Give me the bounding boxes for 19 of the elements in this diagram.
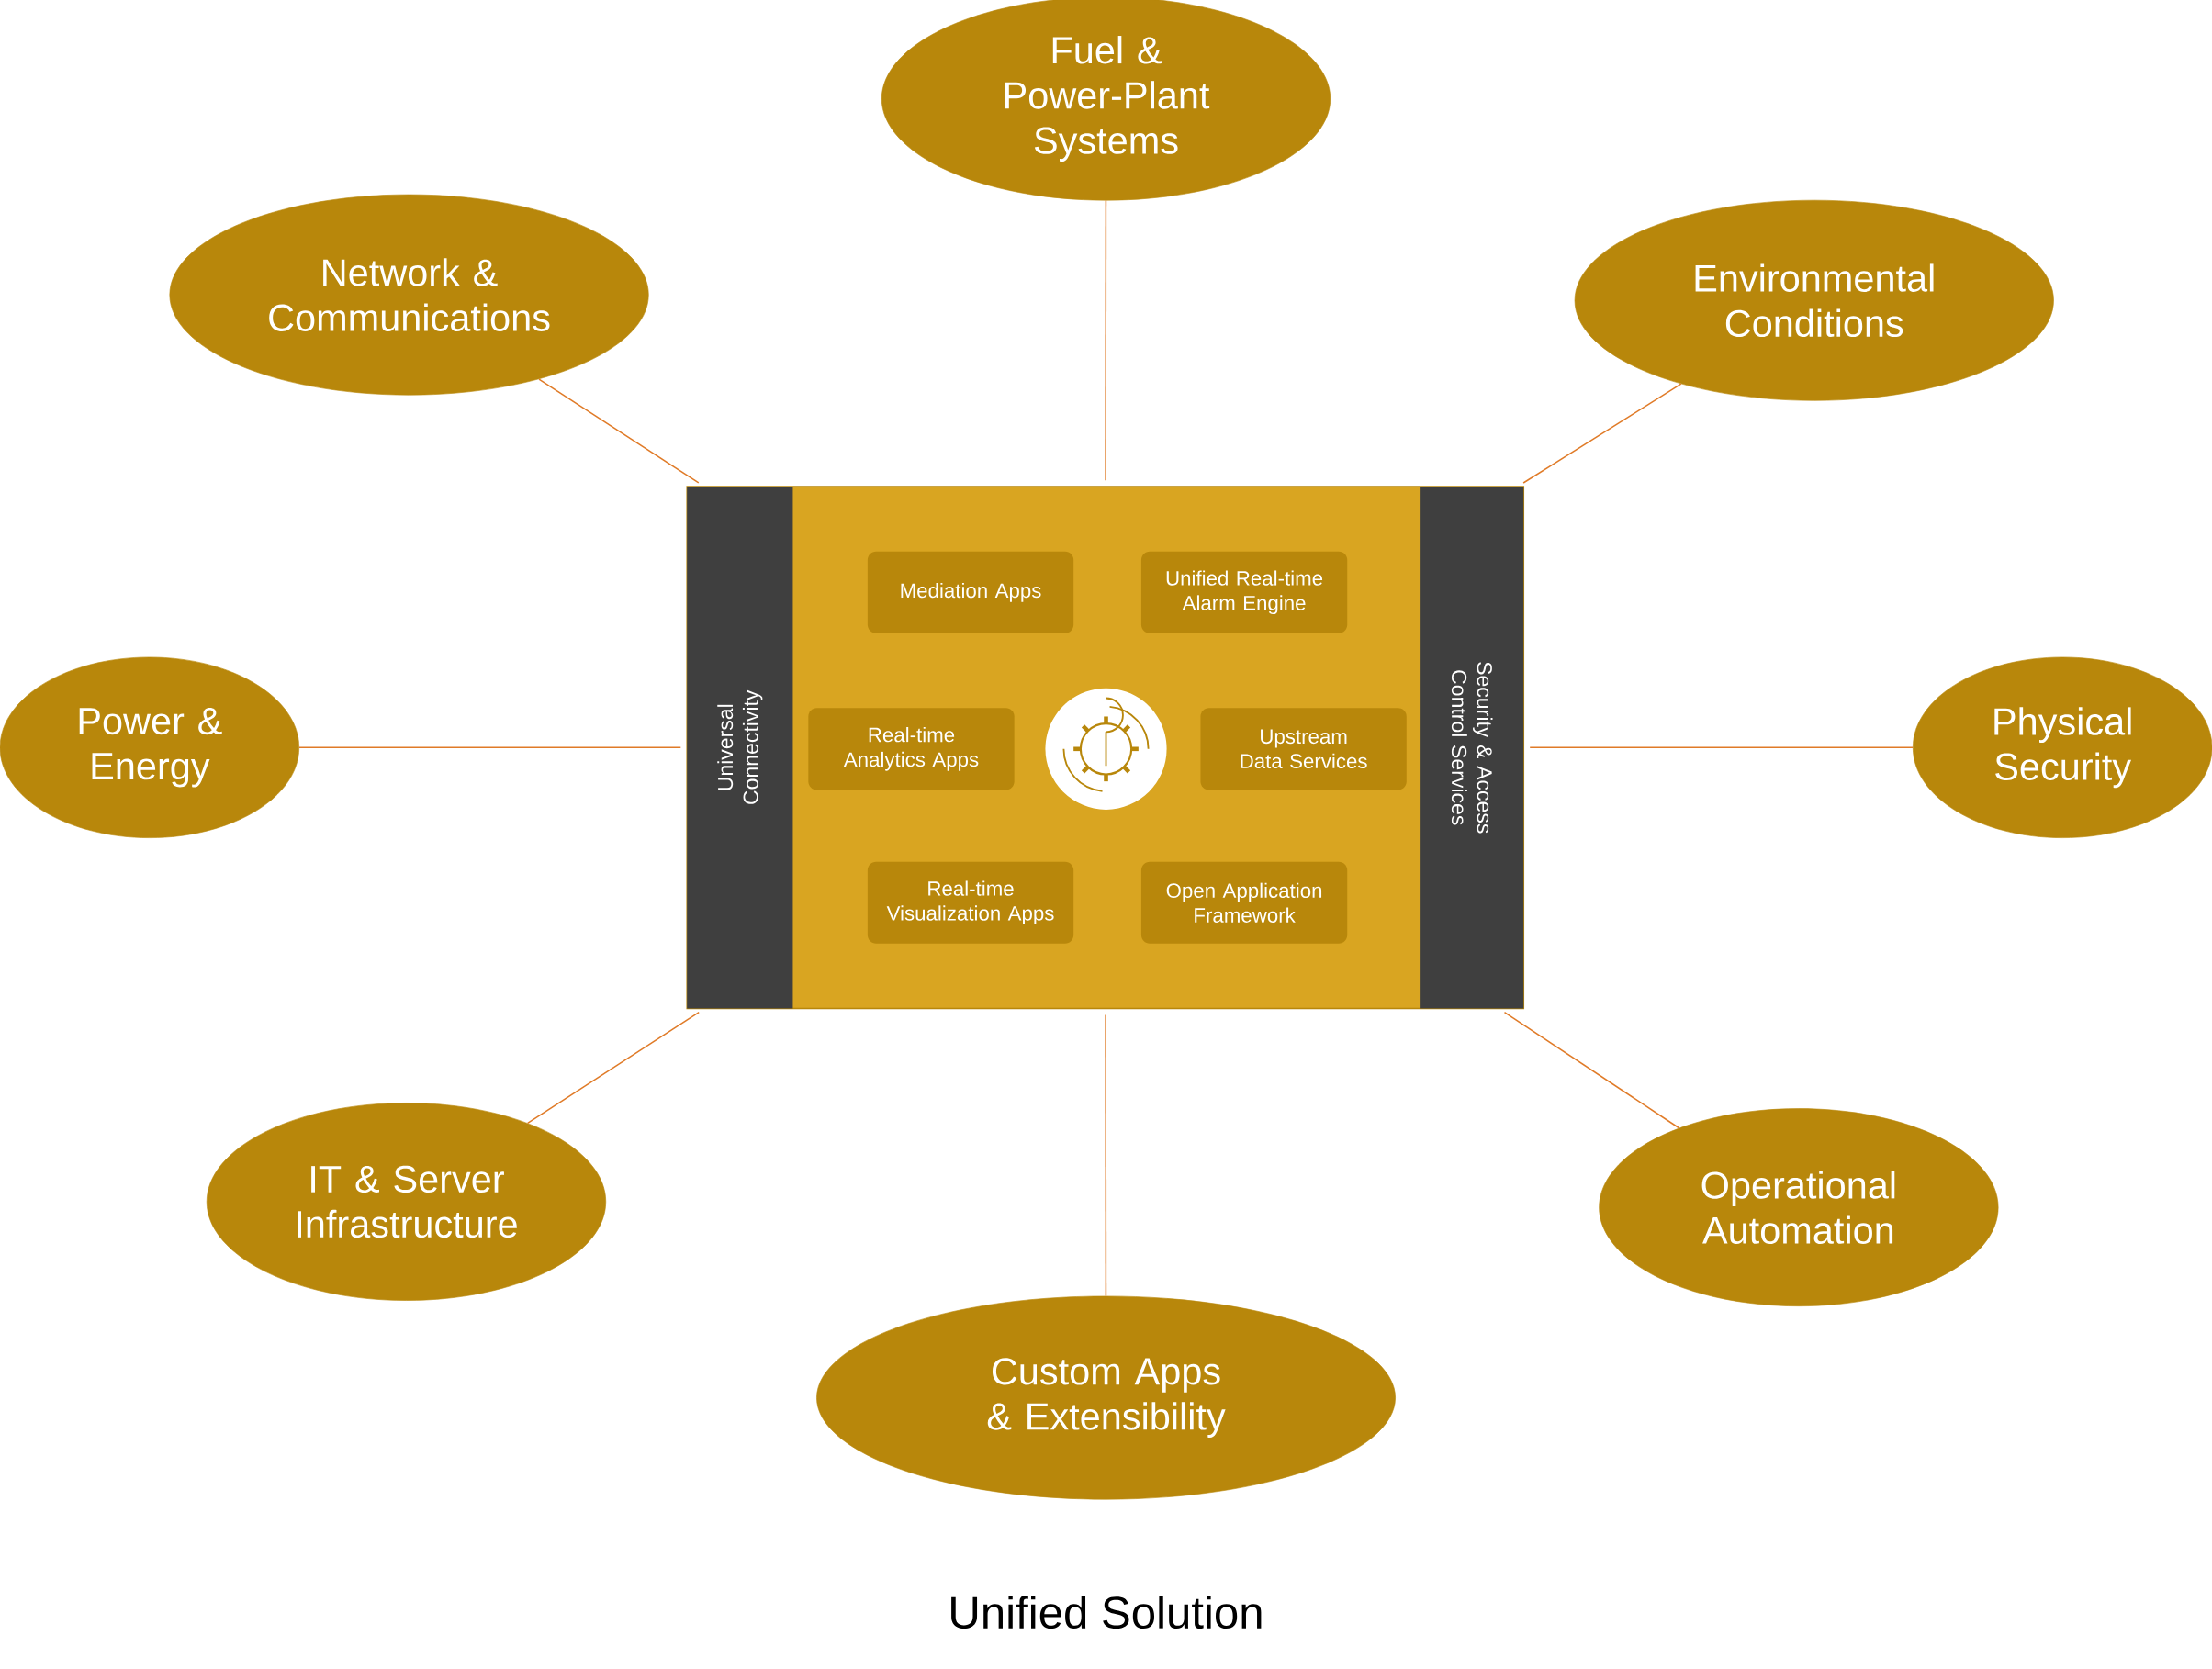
- module-box: Real-time Visualization Apps: [867, 861, 1074, 945]
- module-box: Real-time Analytics Apps: [808, 708, 1015, 790]
- caption: Unified Solution: [951, 1596, 1262, 1630]
- connector-line: [538, 378, 700, 484]
- band-label: Universal Connectivity: [717, 689, 763, 805]
- module-box: Upstream Data Services: [1200, 708, 1407, 790]
- connector-line: [1529, 746, 1914, 749]
- connector-line: [1105, 1014, 1107, 1297]
- module-box: Unified Real-time Alarm Engine: [1140, 551, 1348, 634]
- connector-line: [298, 746, 682, 749]
- module-box: Mediation Apps: [867, 551, 1074, 634]
- side-band: [1420, 487, 1524, 1009]
- connector-line: [1105, 199, 1107, 482]
- connector-line: [526, 1012, 700, 1125]
- connector-line: [1522, 383, 1682, 485]
- side-band: [687, 487, 793, 1009]
- module-box: Open Application Framework: [1140, 861, 1348, 945]
- band-label: Security & Access Control Services: [1451, 662, 1493, 834]
- connector-line: [1503, 1012, 1680, 1129]
